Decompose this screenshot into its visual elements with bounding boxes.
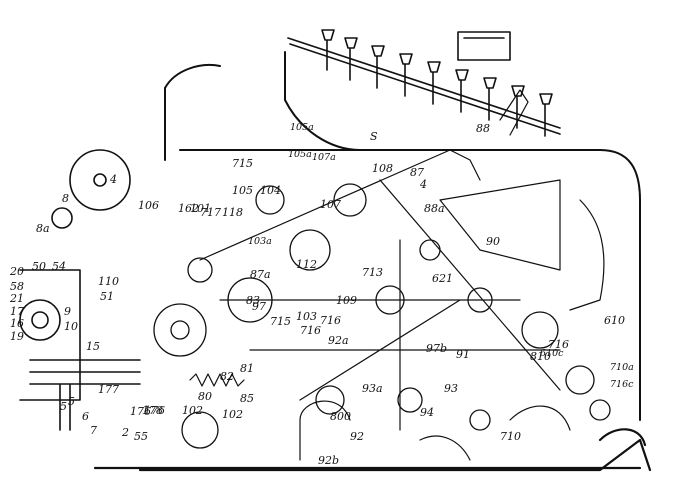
reference-numeral: 716 bbox=[548, 338, 569, 351]
reference-numeral: 621 bbox=[432, 272, 453, 285]
reference-numeral: 91 bbox=[456, 348, 470, 361]
reference-numeral: 94 bbox=[420, 406, 434, 419]
left-drum bbox=[19, 149, 141, 431]
reference-numeral: 17 bbox=[10, 305, 24, 318]
reference-numeral: 97 bbox=[252, 300, 266, 313]
reference-numeral: 9 bbox=[64, 305, 71, 318]
reference-numeral: 105 bbox=[232, 184, 253, 197]
reference-numeral: 81 bbox=[240, 362, 254, 375]
reference-numeral: 105a bbox=[288, 149, 312, 160]
reference-numeral: 800 bbox=[330, 410, 351, 423]
reference-numeral: 21 bbox=[9, 292, 24, 305]
reference-numeral: 92b bbox=[318, 454, 339, 467]
reference-numeral: 610 bbox=[604, 314, 625, 327]
spring bbox=[189, 373, 245, 387]
reference-numeral: 716c bbox=[610, 379, 634, 390]
reference-numeral: 810 bbox=[530, 350, 551, 363]
reference-numeral: 104 bbox=[260, 184, 281, 197]
reference-numeral: 715 bbox=[270, 315, 291, 328]
reference-numeral: 716 bbox=[300, 324, 321, 337]
reference-numeral: 97b bbox=[426, 342, 447, 355]
reference-numeral: 55 bbox=[134, 430, 148, 443]
reference-numeral: 177 bbox=[98, 383, 119, 396]
reference-numeral: 716 bbox=[320, 314, 341, 327]
reference-numeral: 92a bbox=[328, 334, 349, 347]
reference-numeral: 16 bbox=[10, 317, 24, 330]
reference-numeral: 8 bbox=[62, 192, 69, 205]
reference-numeral: 54 bbox=[52, 260, 66, 273]
reference-numeral: S bbox=[370, 130, 378, 143]
reference-numeral: 107a bbox=[312, 152, 336, 163]
reference-numeral: 15 bbox=[86, 340, 100, 353]
reference-numeral: 103 bbox=[296, 310, 317, 323]
reference-numeral: 85 bbox=[240, 392, 254, 405]
reference-numeral: 7 bbox=[90, 424, 97, 437]
reference-numeral: 110 bbox=[98, 275, 119, 288]
reference-numeral: 178 bbox=[142, 404, 163, 417]
reference-numeral: 106 bbox=[138, 199, 159, 212]
reference-numeral: 710a bbox=[610, 362, 634, 373]
reference-numeral: 88 bbox=[476, 122, 490, 135]
top-housing-box bbox=[457, 31, 511, 61]
reference-numeral: 50 bbox=[32, 260, 46, 273]
reference-numeral: 5 bbox=[68, 395, 75, 408]
reference-numeral: 58 bbox=[10, 280, 24, 293]
reference-numeral: 93 bbox=[444, 382, 458, 395]
reference-numeral: 5 bbox=[60, 400, 67, 413]
reference-numeral: 162 bbox=[178, 202, 199, 215]
reference-numeral: 80 bbox=[198, 390, 212, 403]
reference-numeral: 82 bbox=[220, 370, 234, 383]
casing-outline bbox=[164, 51, 641, 421]
base-plate bbox=[93, 428, 652, 472]
reference-numeral: 93a bbox=[362, 382, 383, 395]
reference-numeral: 88a bbox=[424, 202, 445, 215]
reference-numeral: 8a bbox=[36, 222, 50, 235]
reference-numeral: 87a bbox=[250, 268, 271, 281]
reference-numeral: 108 bbox=[372, 162, 393, 175]
reference-numeral: 610c bbox=[540, 348, 564, 359]
reference-numeral: 112 bbox=[296, 258, 317, 271]
reference-numeral: 4 bbox=[419, 178, 427, 191]
reference-numeral: 102 bbox=[222, 408, 243, 421]
key-row bbox=[287, 29, 561, 137]
reference-numeral: 103a bbox=[248, 236, 272, 247]
reference-numeral: 717 bbox=[200, 206, 221, 219]
reference-numeral: 10 bbox=[64, 320, 78, 333]
reference-numeral: 90 bbox=[486, 235, 500, 248]
reference-numeral: 107 bbox=[320, 198, 341, 211]
levers bbox=[199, 89, 605, 461]
reference-numeral: 710 bbox=[500, 430, 521, 443]
reference-numeral: 83 bbox=[246, 294, 260, 307]
reference-numeral: 118 bbox=[222, 206, 243, 219]
reference-numeral: 2 bbox=[121, 426, 129, 439]
reference-numeral: 176 bbox=[130, 405, 151, 418]
reference-numeral: 19 bbox=[10, 330, 24, 343]
reference-numeral: 92 bbox=[350, 430, 364, 443]
reference-numeral: 105a bbox=[290, 122, 314, 133]
reference-numeral: 176 bbox=[144, 404, 165, 417]
reference-numeral: 101 bbox=[190, 202, 211, 215]
reference-numeral: 87 bbox=[410, 166, 424, 179]
reference-numeral: 102 bbox=[182, 404, 203, 417]
reference-numeral: 109 bbox=[336, 294, 357, 307]
reference-numeral: 6 bbox=[82, 410, 89, 423]
reference-numeral: 20 bbox=[9, 265, 24, 278]
reference-numeral: 713 bbox=[362, 266, 383, 279]
reference-numeral: 715 bbox=[232, 157, 253, 170]
reference-numeral: 51 bbox=[100, 290, 114, 303]
reference-numeral: 4 bbox=[109, 173, 117, 186]
